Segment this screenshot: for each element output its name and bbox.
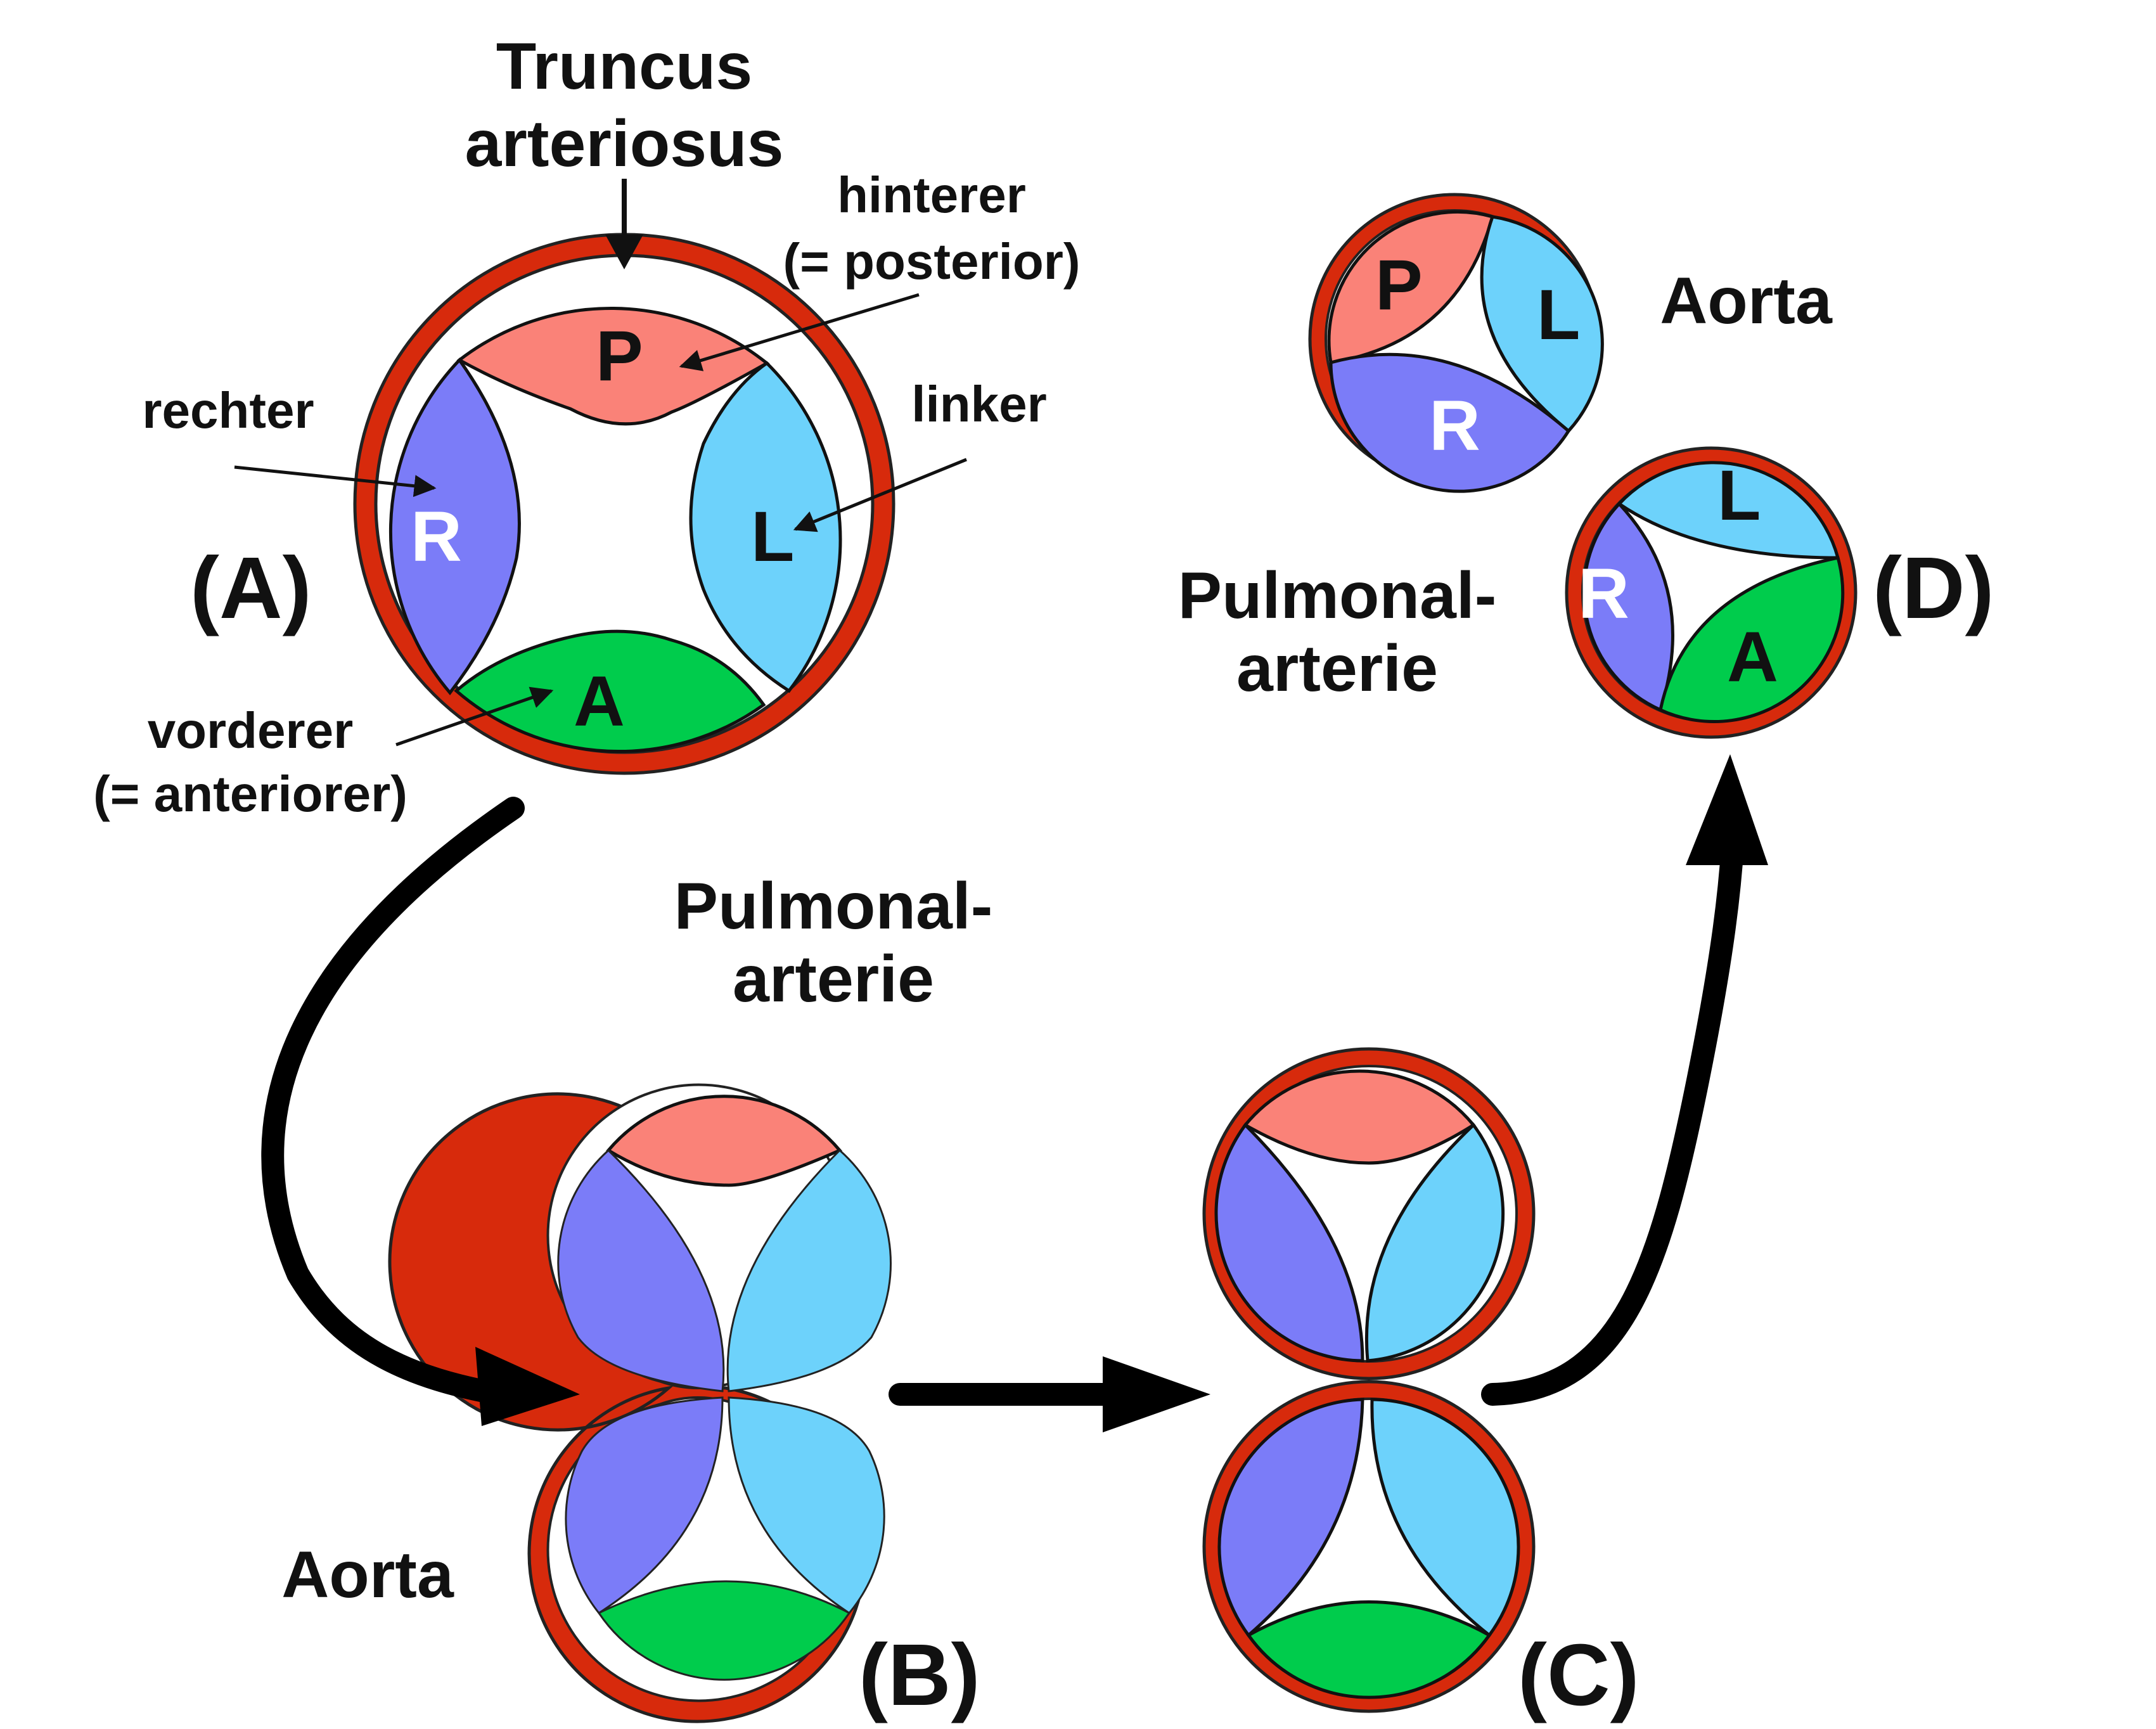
cusp-label-l-aorta-d: L	[1537, 275, 1580, 354]
truncus-label-line2: arteriosus	[465, 107, 784, 181]
cusp-label-l-pulm-d: L	[1717, 456, 1761, 535]
hinterer-label-line1: hinterer	[837, 167, 1026, 223]
panel-d-pulmonary-valve	[1565, 446, 1858, 739]
hinterer-pointer	[679, 293, 920, 371]
anterior-cusp	[454, 629, 766, 754]
vorderer-label-line1: vorderer	[148, 702, 354, 759]
pulmonal-d-label-line2: arterie	[1236, 632, 1438, 705]
aorta-d-label: Aorta	[1660, 264, 1833, 338]
hinterer-label-line2: (= posterior)	[783, 233, 1081, 290]
pulmonal-b-label-line1: Pulmonal-	[674, 870, 993, 943]
truncus-pointer-arrow	[605, 179, 643, 269]
cusp-label-l-a: L	[751, 497, 794, 576]
panel-label-d: (D)	[1873, 539, 1994, 637]
cusp-label-a-a: A	[574, 662, 625, 741]
rechter-label: rechter	[142, 382, 314, 439]
truncus-label-line1: Truncus	[496, 30, 753, 103]
panel-label-b: (B)	[859, 1626, 980, 1724]
left-cusp	[689, 361, 842, 693]
cusp-label-p-d: P	[1375, 245, 1423, 325]
cusp-label-r-a: R	[411, 497, 462, 576]
linker-pointer	[793, 458, 967, 532]
panel-a-truncus-valve: P R L A	[353, 233, 895, 775]
pulmonal-d-label-line1: Pulmonal-	[1178, 559, 1497, 633]
right-cusp	[388, 357, 521, 695]
panel-d-aortic-valve	[1308, 193, 1604, 493]
pulmonal-b-label-line2: arterie	[733, 942, 934, 1016]
rechter-pointer	[234, 465, 437, 498]
aorta-b-label: Aorta	[281, 1538, 454, 1612]
panel-label-a: (A)	[190, 539, 312, 637]
cusp-label-r-pulm-d: R	[1578, 554, 1629, 633]
arrow-b-to-c	[889, 1356, 1210, 1432]
panel-b-septating-valve	[388, 1083, 892, 1723]
vorderer-pointer	[395, 686, 554, 747]
cusp-label-a-pulm-d: A	[1727, 617, 1778, 697]
panel-c-separated-valves	[1202, 1047, 1536, 1713]
arrow-a-to-b	[261, 797, 580, 1426]
cusp-label-p-a: P	[596, 316, 643, 395]
linker-label: linker	[911, 376, 1046, 432]
cusp-label-r-aorta-d: R	[1429, 386, 1480, 465]
panel-label-c: (C)	[1518, 1626, 1639, 1724]
vorderer-label-line2: (= anteriorer)	[93, 766, 407, 822]
arrow-c-to-d	[1481, 754, 1768, 1406]
posterior-cusp	[456, 306, 770, 426]
